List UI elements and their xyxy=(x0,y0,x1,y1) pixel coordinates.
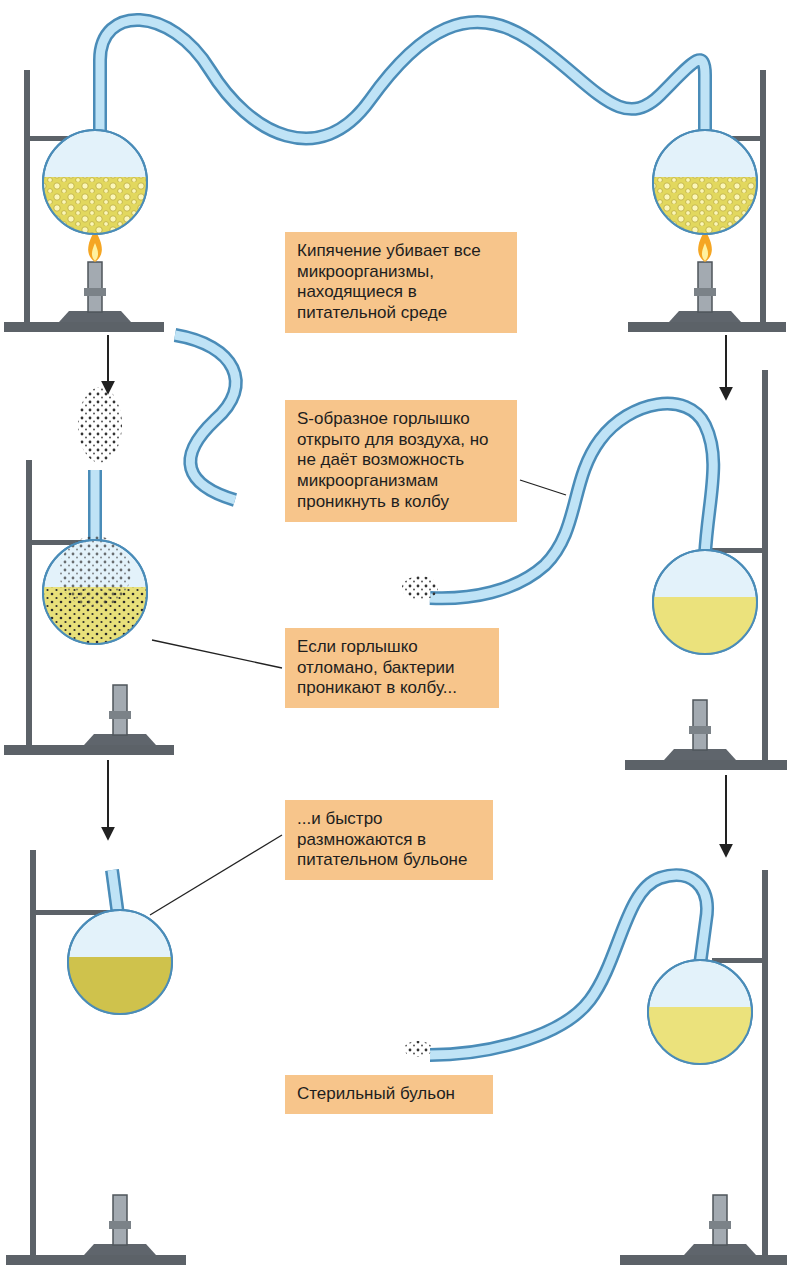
callout-box: Кипячение убивает все микроорганизмы, на… xyxy=(285,232,517,333)
lab-stands xyxy=(4,70,787,1265)
callout-box: Если горлышко отломано, бактерии проника… xyxy=(285,628,499,708)
callout-text: Стерильный бульон xyxy=(297,1084,481,1105)
callout-box: ...и быстро размножаются в питательном б… xyxy=(285,800,493,880)
callout-text: Если горлышко отломано, бактерии проника… xyxy=(297,637,487,699)
callout-text: S-образное горлышко открыто для воздуха,… xyxy=(297,409,505,513)
callout-box: Стерильный бульон xyxy=(285,1075,493,1114)
callout-box: S-образное горлышко открыто для воздуха,… xyxy=(285,400,517,522)
step-arrows xyxy=(108,335,726,855)
glass-tubes xyxy=(95,20,713,1055)
leader-lines xyxy=(150,480,566,915)
flasks xyxy=(43,130,757,1065)
callout-text: Кипячение убивает все микроорганизмы, на… xyxy=(297,241,505,324)
callout-text: ...и быстро размножаются в питательном б… xyxy=(297,809,481,871)
